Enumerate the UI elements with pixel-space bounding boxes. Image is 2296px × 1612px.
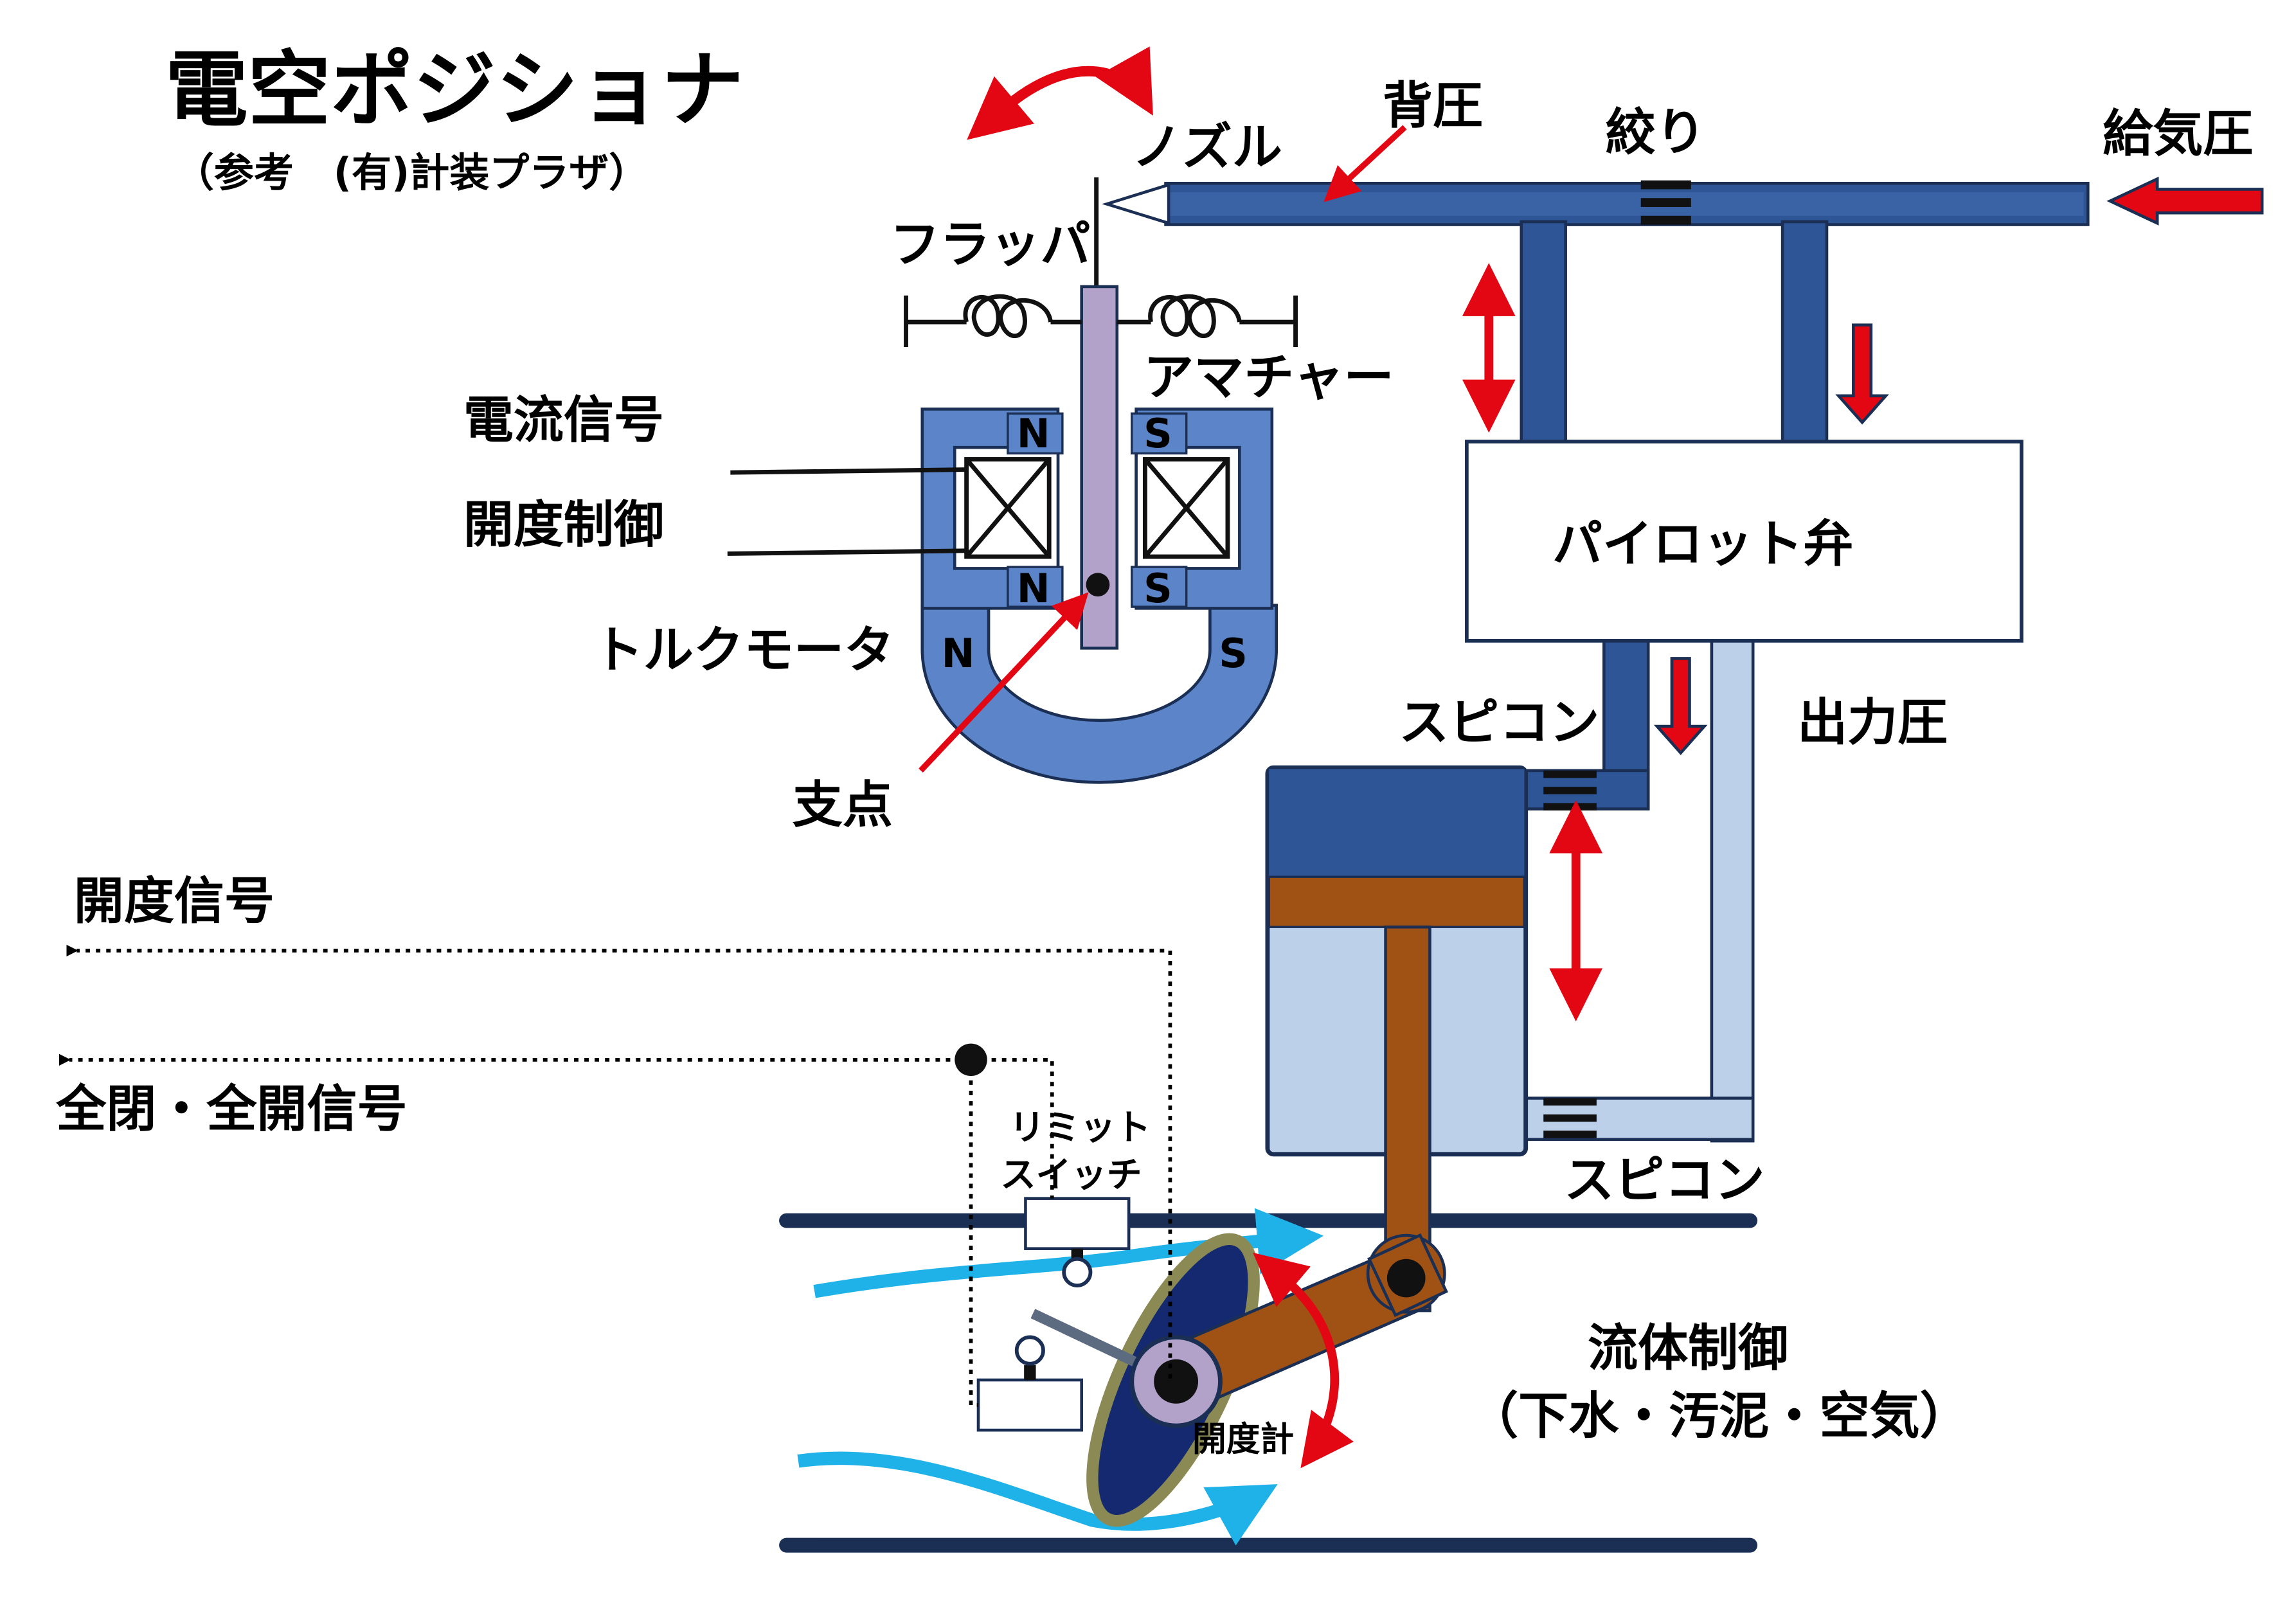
flow-direction-arrows	[919, 46, 2264, 1022]
spicon-upper-label: スピコン	[1399, 694, 1599, 752]
nozzle-label: ノズル	[1132, 118, 1282, 176]
page-subtitle: （参考 (有)計装プラザ）	[174, 149, 649, 196]
spring-left	[904, 294, 1082, 348]
opening-meter-label: 開度計	[1192, 1420, 1294, 1459]
supply-pipe	[1101, 180, 2090, 445]
signal-wire-2	[727, 548, 967, 556]
pilot-valve: パイロット弁	[1464, 440, 2023, 643]
signal-lines	[58, 944, 1172, 1407]
signal-junction	[955, 1043, 987, 1077]
flapper-label: フラッパ	[890, 216, 1090, 274]
process-pipe	[779, 1208, 1758, 1553]
opening-control-label: 開度制御	[463, 496, 664, 554]
limit-switch-label-2: スイッチ	[1000, 1154, 1142, 1195]
current-signal-label: 電流信号	[463, 391, 664, 449]
back-pressure-label: 背圧	[1383, 77, 1483, 135]
page-title: 電空ポジショナ	[165, 42, 744, 138]
limit-switch-bottom	[976, 1335, 1083, 1432]
fluid-types-label: （下水・汚泥・空気）	[1468, 1388, 1969, 1446]
output-pressure-label: 出力圧	[1797, 694, 1948, 752]
limit-switch-label-1: リミット	[1009, 1107, 1151, 1148]
pole-s-mid: S	[1144, 565, 1172, 612]
pole-n-bottom: N	[942, 630, 975, 677]
throttle-label: 絞り	[1606, 103, 1706, 161]
pole-n-top: N	[1017, 410, 1050, 457]
spring-right	[1117, 294, 1298, 348]
armature-label: アマチャー	[1144, 349, 1394, 407]
spicon-lower-label: スピコン	[1564, 1151, 1764, 1209]
pole-n-mid: N	[1017, 565, 1050, 612]
valve-rotation-arrow	[1253, 1252, 1354, 1469]
pilot-valve-label: パイロット弁	[1552, 515, 1853, 573]
fulcrum-label: 支点	[793, 776, 893, 834]
limit-switch-top	[1024, 1197, 1131, 1287]
flapper-armature	[1080, 177, 1119, 650]
full-signal-label: 全閉・全開信号	[55, 1080, 407, 1138]
torque-motor	[920, 407, 1278, 784]
signal-wire-1	[730, 467, 967, 475]
opening-signal-label: 開度信号	[74, 872, 274, 930]
pole-s-bottom: S	[1219, 630, 1248, 677]
supply-pressure-label: 給気圧	[2103, 105, 2253, 163]
lower-output-pipe	[1518, 638, 1755, 1143]
torque-motor-label: トルクモータ	[593, 622, 894, 679]
pole-s-top: S	[1144, 410, 1172, 457]
fluid-control-label: 流体制御	[1588, 1320, 1788, 1377]
piston-linkage	[1030, 925, 1448, 1428]
